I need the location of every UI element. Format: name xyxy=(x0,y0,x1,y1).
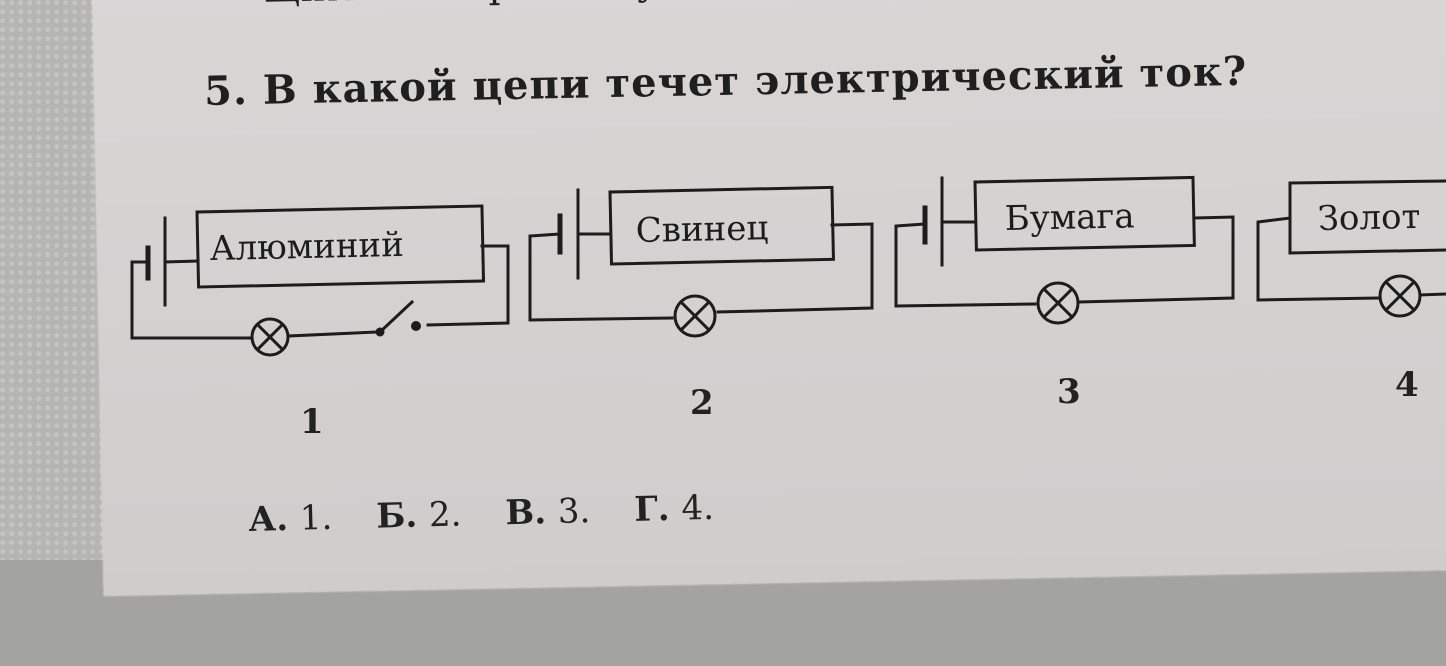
circuit-number-3: 3 xyxy=(1057,372,1081,412)
material-label-1: Алюминий xyxy=(209,225,404,269)
answer-option-g[interactable]: Г. 4. xyxy=(634,488,715,530)
answer-value: 1. xyxy=(299,497,333,539)
material-label-4: Золот xyxy=(1317,197,1420,239)
answer-option-v[interactable]: В. 3. xyxy=(505,491,591,533)
lamp-icon xyxy=(1036,281,1080,325)
battery-icon xyxy=(922,176,944,267)
circuit-4 xyxy=(1256,179,1446,318)
lamp-icon xyxy=(673,294,717,338)
circuit-number-4: 4 xyxy=(1395,365,1419,405)
battery-icon xyxy=(557,188,580,280)
material-box xyxy=(195,204,486,289)
circuit-3 xyxy=(894,175,1235,325)
material-box xyxy=(608,185,835,266)
battery-icon xyxy=(145,216,167,307)
circuit-1 xyxy=(130,204,510,357)
answer-letter: Б. xyxy=(375,495,418,537)
answer-value: 3. xyxy=(557,491,591,532)
circuit-2 xyxy=(528,185,874,338)
open-switch-icon xyxy=(375,299,421,337)
answer-value: 2. xyxy=(428,494,462,536)
material-box xyxy=(973,175,1196,252)
material-label-2: Свинец xyxy=(635,208,768,251)
answer-letter: А. xyxy=(248,498,289,540)
answer-option-b[interactable]: Б. 2. xyxy=(376,494,462,536)
circuit-number-1: 1 xyxy=(300,402,324,442)
answer-letter: В. xyxy=(504,492,547,534)
material-label-3: Бумага xyxy=(1004,196,1135,239)
circuit-number-2: 2 xyxy=(690,383,714,423)
answer-option-a[interactable]: А. 1. xyxy=(248,498,333,540)
answer-value: 4. xyxy=(680,487,715,529)
answer-letter: Г. xyxy=(633,488,671,530)
